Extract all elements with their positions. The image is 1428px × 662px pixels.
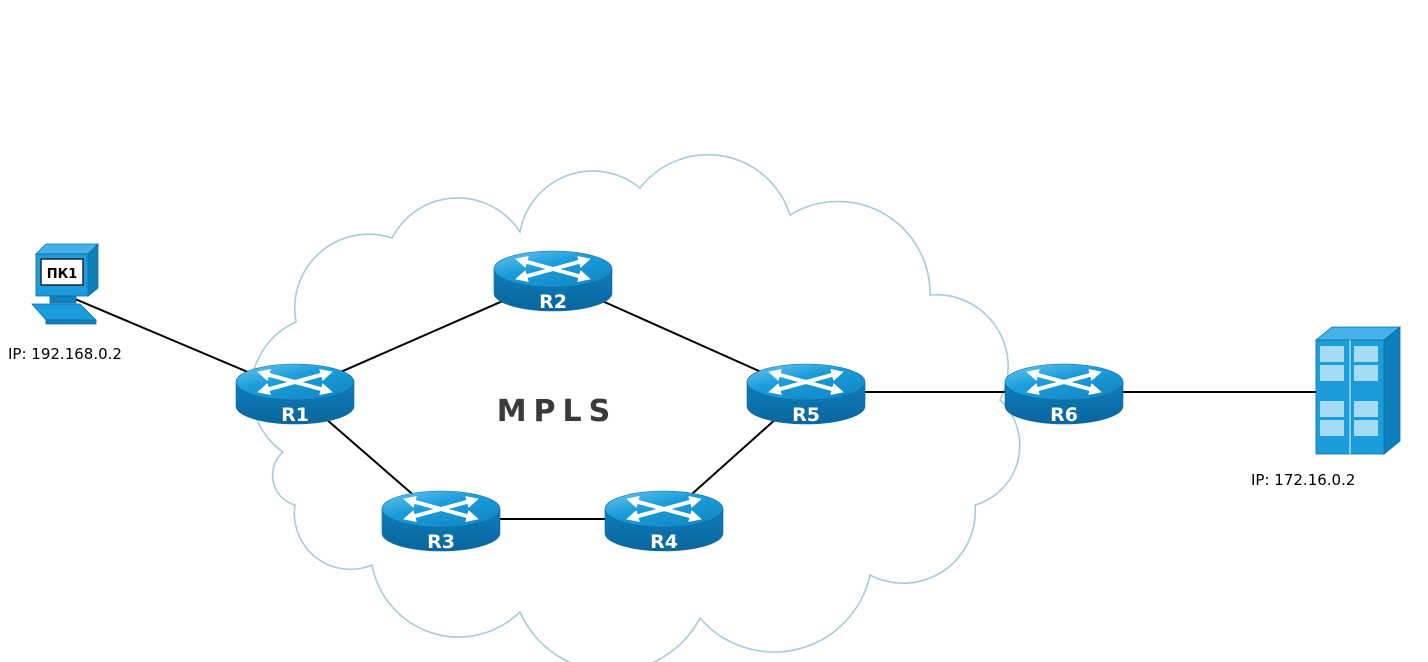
pc-screen <box>40 258 84 286</box>
mpls-cloud-label: MPLS <box>497 394 618 429</box>
router-arrows-icon <box>257 368 333 396</box>
pc-keyboard-edge <box>45 319 97 325</box>
router-r6[interactable]: R6 <box>1004 363 1124 426</box>
router-r5[interactable]: R5 <box>746 363 866 426</box>
router-label: R2 <box>539 291 567 313</box>
router-r2[interactable]: R2 <box>493 250 613 313</box>
router-label: R3 <box>427 531 455 553</box>
router-r1[interactable]: R1 <box>235 363 355 426</box>
pc-label: ПК1 <box>47 267 78 282</box>
ip-label-pk1: IP: 192.168.0.2 <box>8 345 122 363</box>
router-arrows-icon <box>626 495 702 523</box>
router-arrows-icon <box>1026 368 1102 396</box>
router-label: R4 <box>650 531 678 553</box>
ip-label-server: IP: 172.16.0.2 <box>1251 471 1355 489</box>
router-label: R6 <box>1050 404 1078 426</box>
router-arrows-icon <box>768 368 844 396</box>
server-side-face <box>1383 326 1401 455</box>
pc-pk1[interactable]: ПК1 <box>31 243 99 325</box>
router-label: R5 <box>792 404 820 426</box>
server-server[interactable] <box>1314 326 1402 455</box>
mpls-cloud-outline <box>250 153 1021 662</box>
pc-monitor-top <box>35 243 99 255</box>
ip-labels-layer: IP: 192.168.0.2IP: 172.16.0.2 <box>8 345 1355 489</box>
router-arrows-icon <box>403 495 479 523</box>
pc-keyboard <box>31 303 97 321</box>
nodes-layer: ПК1 R1 R2 R3 <box>31 243 1402 553</box>
router-r4[interactable]: R4 <box>604 490 724 553</box>
router-arrows-icon <box>515 255 591 283</box>
server-slots <box>1320 346 1378 436</box>
router-label: R1 <box>281 404 309 426</box>
router-r3[interactable]: R3 <box>381 490 501 553</box>
pc-stand <box>49 295 77 304</box>
